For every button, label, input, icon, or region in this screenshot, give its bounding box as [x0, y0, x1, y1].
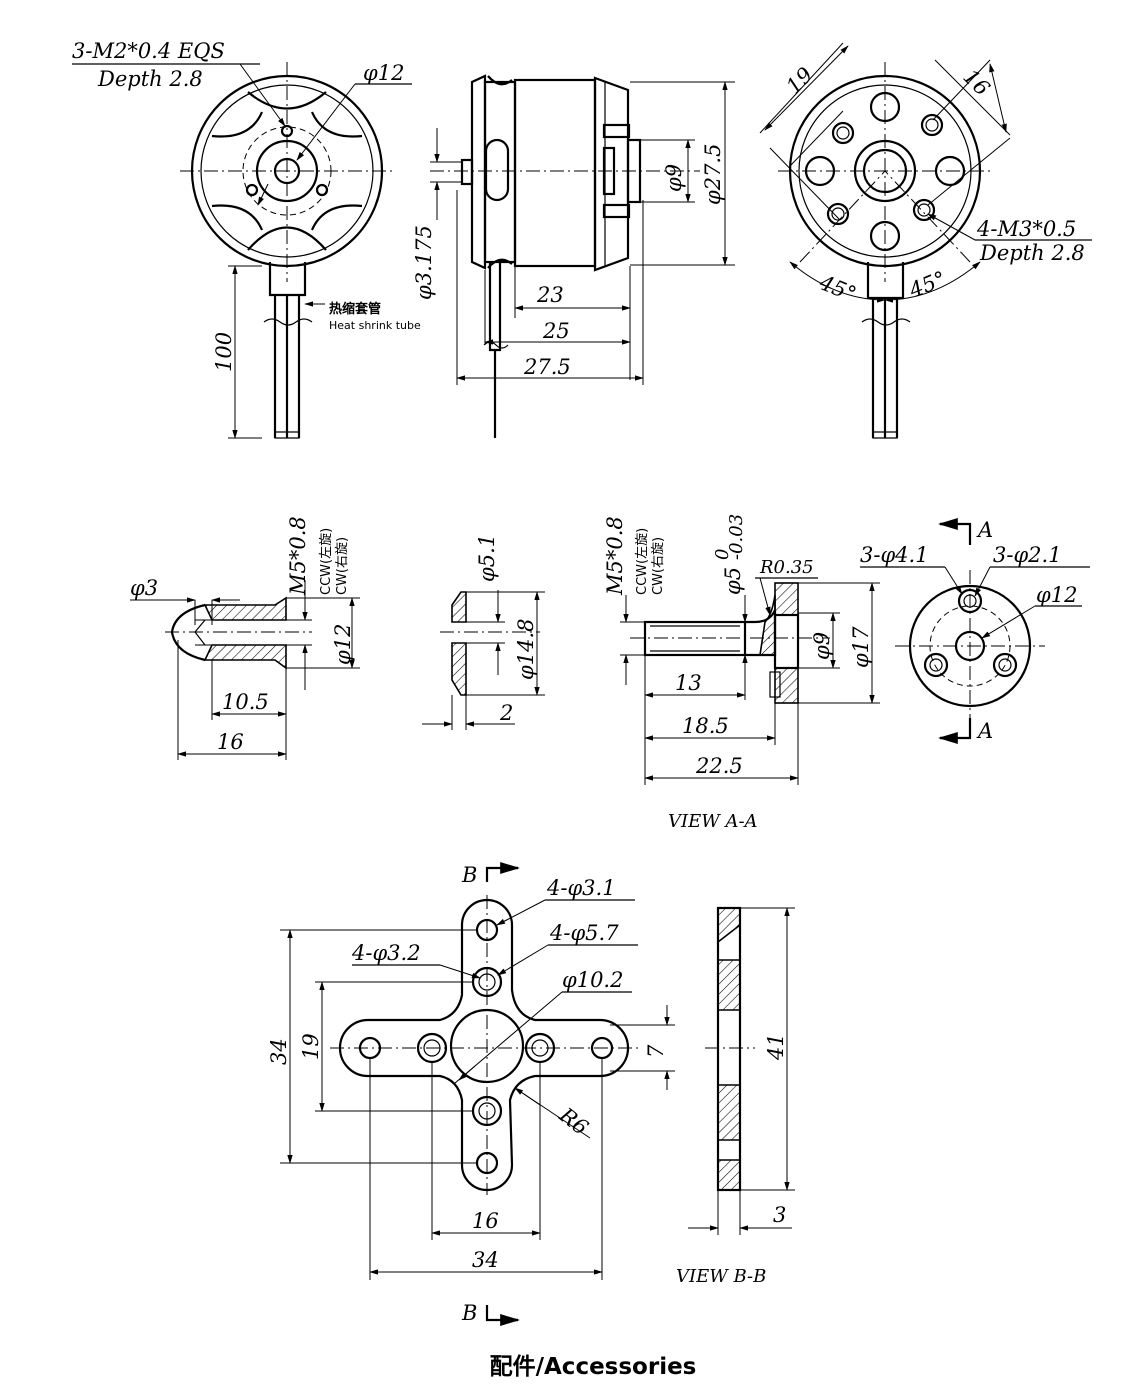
motor-side-view	[430, 74, 735, 438]
cross-dim-19: 19	[299, 1033, 323, 1060]
view-b-marker-top: B	[461, 863, 477, 887]
adapter-dia-17: φ17	[849, 626, 873, 668]
view-a-holes-4-1: 3-φ4.1	[860, 543, 929, 567]
view-a-caption: VIEW A-A	[668, 811, 758, 832]
adapter-thread: M5*0.8	[603, 516, 627, 596]
rear-angle-left: 45°	[815, 270, 859, 307]
rear-screw-depth: Depth 2.8	[979, 241, 1085, 265]
motor-rear-view	[759, 42, 1092, 439]
view-b-drawing	[688, 906, 795, 1235]
adapter-tol-upper: 0	[712, 549, 733, 560]
accessories-title: 配件/Accessories	[490, 1354, 697, 1380]
cross-dim-16: 16	[472, 1209, 499, 1233]
nut-ccw: CCW(左旋)	[319, 528, 334, 595]
nut-thread: M5*0.8	[286, 516, 310, 596]
adapter-dia-9: φ9	[810, 632, 834, 660]
boss-dia-label: φ9	[662, 164, 686, 192]
front-dia-label: φ12	[363, 61, 404, 85]
view-a-holes-2-1: 3-φ2.1	[993, 543, 1062, 567]
front-screw-depth: Depth 2.8	[97, 67, 203, 91]
prop-adapter-drawing	[620, 577, 880, 785]
washer-dia-14-8: φ14.8	[514, 619, 538, 680]
view-b-marker-bottom: B	[461, 1301, 477, 1325]
shaft-dia-label: φ3.175	[412, 225, 436, 300]
adapter-len-13: 13	[675, 671, 702, 695]
nut-dia-3: φ3	[130, 576, 158, 600]
adapter-len-18-5: 18.5	[682, 714, 729, 738]
washer-drawing	[422, 590, 545, 730]
adapter-cw: CW(右旋)	[651, 537, 666, 595]
cross-dim-7: 7	[644, 1044, 668, 1058]
rear-dim-16: 16	[958, 65, 994, 101]
view-a-marker-bottom: A	[976, 719, 993, 743]
adapter-tol-lower: -0.03	[726, 514, 747, 560]
nut-len-16: 16	[217, 730, 244, 754]
adapter-shaft-dia: φ5	[721, 567, 745, 595]
len-23-label: 23	[536, 283, 564, 307]
nut-len-10-5: 10.5	[222, 690, 269, 714]
view-b-dim-41: 41	[764, 1033, 788, 1061]
view-a-drawing	[860, 518, 1090, 744]
motor-front-view	[72, 62, 412, 439]
adapter-radius: R0.35	[759, 557, 814, 578]
cross-mount-drawing	[280, 862, 675, 1326]
cross-radius: R6	[554, 1102, 593, 1139]
washer-thickness: 2	[499, 701, 513, 725]
cross-holes-3-2: 4-φ3.2	[351, 941, 421, 965]
view-b-dim-3: 3	[773, 1203, 786, 1227]
adapter-len-22-5: 22.5	[695, 754, 743, 778]
heat-shrink-label-cn: 热缩套管	[329, 301, 381, 317]
cross-holes-3-1: 4-φ3.1	[546, 876, 616, 900]
view-a-dia-12: φ12	[1036, 583, 1077, 607]
len-25-label: 25	[542, 319, 570, 343]
lead-length-label: 100	[212, 332, 236, 372]
cross-dia-10-2: φ10.2	[562, 968, 623, 992]
washer-dia-5-1: φ5.1	[475, 534, 499, 582]
nut-cw: CW(右旋)	[335, 537, 350, 595]
rear-screw-label: 4-M3*0.5	[976, 217, 1076, 241]
front-screw-label: 3-M2*0.4 EQS	[72, 39, 225, 63]
view-b-caption: VIEW B-B	[676, 1266, 766, 1287]
len-27-5-label: 27.5	[523, 355, 571, 379]
heat-shrink-label-en: Heat shrink tube	[329, 319, 421, 332]
body-dia-label: φ27.5	[701, 144, 725, 205]
prop-nut-drawing	[130, 580, 360, 760]
adapter-ccw: CCW(左旋)	[635, 528, 650, 595]
rear-dim-19: 19	[782, 63, 818, 99]
cross-dim-34-h: 34	[472, 1248, 499, 1272]
cross-dim-34-v: 34	[267, 1038, 291, 1065]
nut-dia-12: φ12	[331, 624, 355, 665]
cross-holes-5-7: 4-φ5.7	[549, 921, 619, 945]
view-a-marker-top: A	[976, 518, 993, 542]
